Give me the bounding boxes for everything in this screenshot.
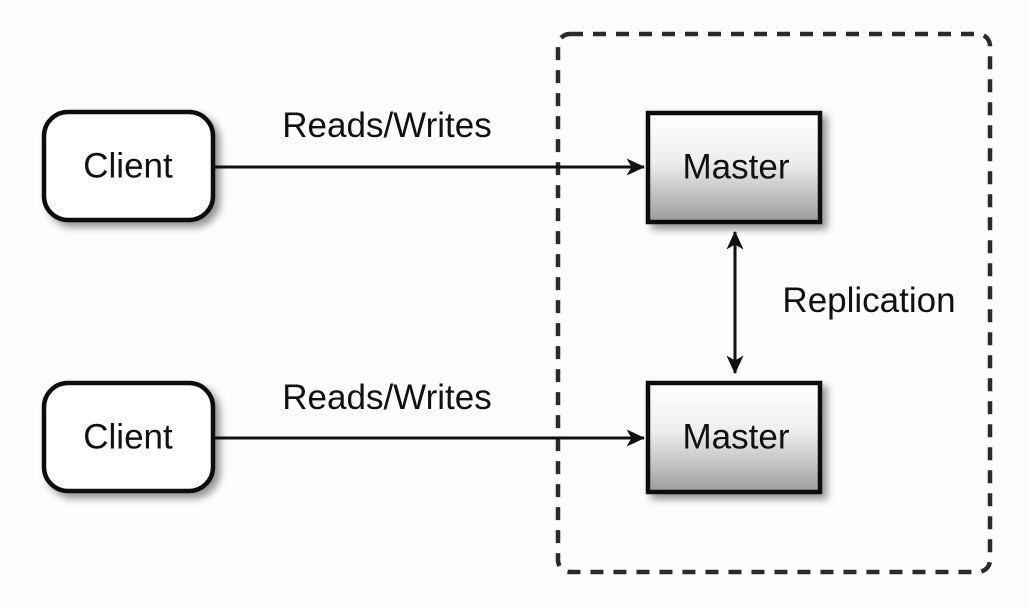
edge-label-reads-writes-bottom: Reads/Writes	[282, 378, 491, 417]
edge-master-replication: Replication	[726, 230, 956, 375]
replication-cluster-boundary	[555, 31, 993, 575]
node-master-top[interactable]	[645, 110, 823, 225]
master-bottom-shape[interactable]	[645, 380, 823, 495]
node-client-top[interactable]	[41, 109, 216, 223]
edge-client-bottom-to-master-bottom: Reads/Writes	[213, 378, 646, 447]
edge-label-replication: Replication	[782, 281, 955, 320]
client-top-shape[interactable]	[41, 109, 216, 223]
client-bottom-shape[interactable]	[41, 380, 216, 494]
client-bottom-label: Client	[83, 417, 173, 456]
master-bottom-label: Master	[683, 417, 790, 456]
master-top-shape[interactable]	[645, 110, 823, 225]
node-client-bottom[interactable]	[41, 380, 216, 494]
node-master-bottom[interactable]	[645, 380, 823, 495]
edge-client-top-to-master-top: Reads/Writes	[213, 106, 646, 176]
edge-label-reads-writes-top: Reads/Writes	[282, 106, 491, 145]
client-top-label: Client	[83, 146, 173, 185]
master-top-label: Master	[683, 147, 790, 186]
